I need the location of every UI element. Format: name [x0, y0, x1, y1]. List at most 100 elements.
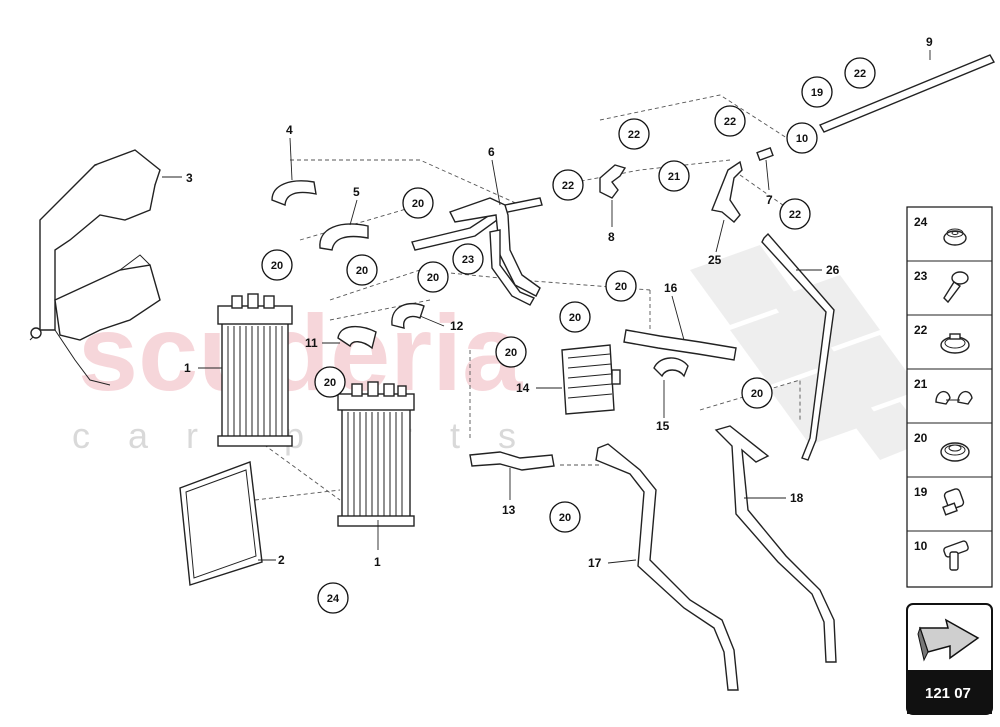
- oil-cooler-14: [561, 344, 621, 415]
- svg-text:10: 10: [796, 133, 808, 145]
- callout-20: 20: [314, 366, 346, 398]
- t-connector-icon: [943, 540, 969, 571]
- svg-text:22: 22: [724, 116, 736, 128]
- watermark: scuderia car parts: [72, 245, 930, 460]
- part-label-15: 15: [656, 419, 670, 433]
- part-label-7: 7: [766, 193, 773, 207]
- callout-21: 21: [658, 160, 690, 192]
- hose-16: [623, 329, 737, 361]
- callout-20: 20: [495, 336, 527, 368]
- part-label-16: 16: [664, 281, 678, 295]
- svg-text:20: 20: [356, 265, 368, 277]
- part-label-11: 11: [305, 336, 318, 350]
- legend-item-20: 20: [914, 431, 970, 462]
- part-label-4: 4: [286, 123, 293, 137]
- part-label-5: 5: [353, 185, 360, 199]
- support-frame: [29, 149, 161, 386]
- callouts: 20 20 20 20 20 20 20 20 20 20 21 22 22 2…: [261, 57, 876, 614]
- part-label-1-right: 1: [374, 555, 381, 569]
- bracket-25: [711, 160, 743, 223]
- hose-26: [761, 232, 835, 461]
- hose-clamp-icon: [940, 333, 970, 354]
- svg-text:20: 20: [412, 198, 424, 210]
- callout-20: 20: [605, 270, 637, 302]
- part-label-1-left: 1: [184, 361, 191, 375]
- callout-20: 20: [417, 261, 449, 293]
- svg-text:24: 24: [327, 593, 340, 605]
- svg-text:20: 20: [324, 377, 336, 389]
- callout-23: 23: [452, 243, 484, 275]
- legend-item-19: 19: [914, 485, 965, 516]
- svg-text:19: 19: [811, 87, 823, 99]
- part-label-9: 9: [926, 35, 933, 49]
- svg-text:22: 22: [562, 180, 574, 192]
- part-label-25: 25: [708, 253, 722, 267]
- callout-22: 22: [844, 57, 876, 89]
- callout-22: 22: [618, 118, 650, 150]
- callout-22: 22: [714, 105, 746, 137]
- hose-12: [391, 302, 425, 329]
- legend-item-21: 21: [914, 377, 973, 405]
- part-labels: 1 1 2 3 4 5 6 7 8 9 11 12 13 14 15 16 17…: [184, 35, 933, 570]
- double-clip-icon: [935, 391, 973, 405]
- svg-text:19: 19: [914, 485, 928, 499]
- rod-9: [818, 54, 996, 133]
- hose-17: [595, 443, 739, 691]
- svg-text:20: 20: [505, 347, 517, 359]
- svg-text:22: 22: [628, 129, 640, 141]
- svg-text:23: 23: [914, 269, 928, 283]
- part-label-14: 14: [516, 381, 530, 395]
- hose-5: [319, 223, 369, 251]
- callout-22: 22: [552, 169, 584, 201]
- legend-item-22: 22: [914, 323, 970, 354]
- svg-text:20: 20: [751, 388, 763, 400]
- svg-text:10: 10: [914, 539, 928, 553]
- radiator-left: [217, 293, 293, 447]
- svg-text:24: 24: [914, 215, 928, 229]
- svg-text:22: 22: [789, 209, 801, 221]
- clip-8: [599, 164, 627, 199]
- svg-text:20: 20: [427, 272, 439, 284]
- part-label-17: 17: [588, 556, 602, 570]
- svg-text:22: 22: [914, 323, 928, 337]
- hose-13: [469, 451, 555, 471]
- callout-20: 20: [261, 249, 293, 281]
- hose-11: [337, 325, 377, 350]
- leader-lines: [162, 50, 931, 564]
- svg-text:20: 20: [559, 512, 571, 524]
- reference-code: 121 07: [925, 685, 971, 702]
- svg-text:21: 21: [668, 171, 680, 183]
- callout-24: 24: [317, 582, 349, 614]
- part-label-12: 12: [450, 319, 464, 333]
- callout-20: 20: [346, 254, 378, 286]
- legend-item-24: 24: [914, 215, 967, 246]
- watermark-main: scuderia: [78, 292, 523, 413]
- radiator-right: [337, 381, 415, 527]
- callout-10: 10: [786, 122, 818, 154]
- callout-20: 20: [549, 501, 581, 533]
- svg-text:20: 20: [615, 281, 627, 293]
- hose-clamp-icon: [940, 442, 970, 462]
- callout-20: 20: [402, 187, 434, 219]
- svg-text:23: 23: [462, 254, 474, 266]
- reference-box: 121 07: [906, 603, 993, 715]
- legend-item-10: 10: [914, 539, 969, 571]
- callout-19: 19: [801, 76, 833, 108]
- legend-item-23: 23: [914, 269, 969, 304]
- callout-20: 20: [559, 301, 591, 333]
- svg-text:20: 20: [914, 431, 928, 445]
- clip-7: [756, 146, 774, 162]
- callout-20: 20: [741, 377, 773, 409]
- hose-18: [714, 425, 837, 663]
- part-label-13: 13: [502, 503, 516, 517]
- part-label-3: 3: [186, 171, 193, 185]
- grille-panel: [179, 461, 263, 586]
- part-label-18: 18: [790, 491, 804, 505]
- hose-4: [271, 180, 317, 206]
- legend-panel: 24 23 22 21: [906, 206, 993, 588]
- svg-text:20: 20: [271, 260, 283, 272]
- part-label-2: 2: [278, 553, 285, 567]
- part-label-8: 8: [608, 230, 615, 244]
- svg-text:21: 21: [914, 377, 928, 391]
- connector-icon: [942, 488, 965, 516]
